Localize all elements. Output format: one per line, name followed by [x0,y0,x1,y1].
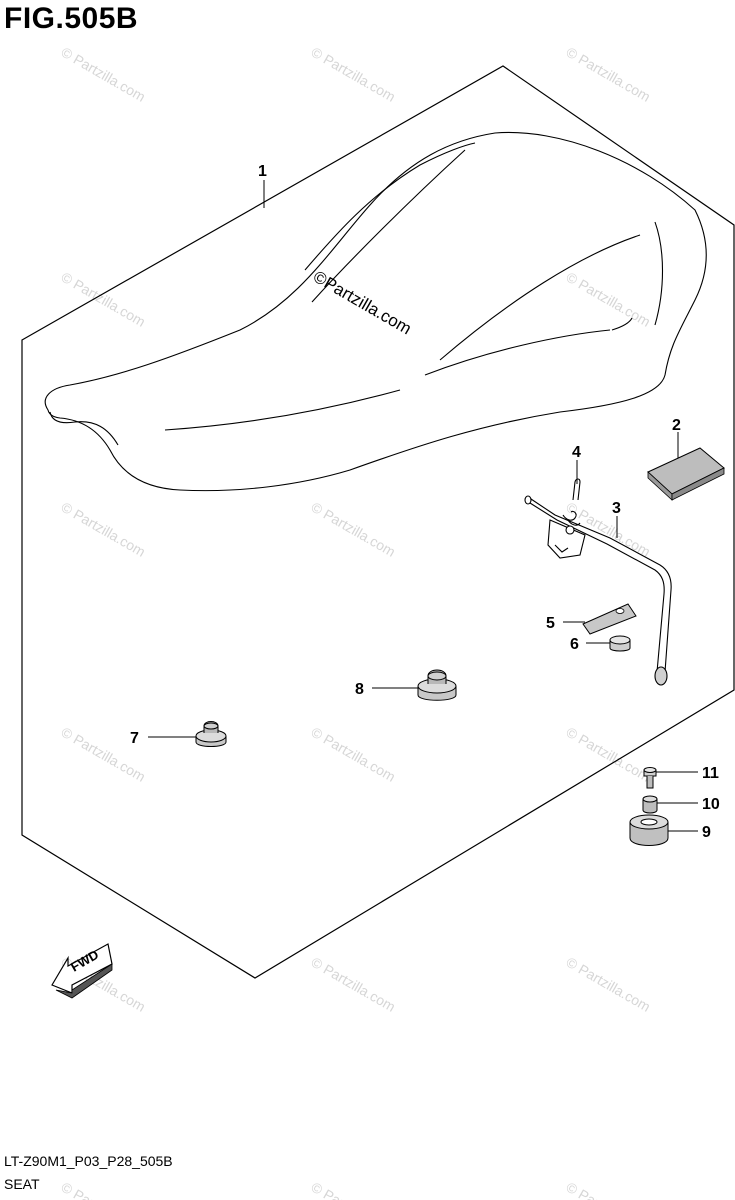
callout-8: 8 [355,681,364,698]
callout-9: 9 [702,824,711,841]
leader-lines [148,180,698,832]
callout-5: 5 [546,615,555,632]
assembly-outline [21,65,735,979]
plate-drawing [582,603,637,635]
callout-2: 2 [672,417,681,434]
callout-6: 6 [570,636,579,653]
seat-drawing [44,131,707,492]
watermark: © Partzilla.com [309,954,399,1015]
figure-name: SEAT [4,1176,40,1192]
watermark: © Partzilla.com [59,499,149,560]
callout-11: 11 [702,765,719,782]
cushion-9-drawing [629,814,669,846]
watermark: © Partzilla.com [309,499,399,560]
fwd-arrow: FWD [51,943,113,999]
callout-3: 3 [612,500,621,517]
cushion-8-drawing [417,669,457,701]
callout-7: 7 [130,730,139,747]
watermark: © Partzilla.com [59,269,149,330]
watermark: © Partzilla.com [309,44,399,105]
watermark: © Partzilla.com [309,724,399,785]
watermark: © Partzilla.com [564,724,654,785]
watermark: © Partzilla.com [59,1179,149,1200]
cushion-7-drawing [195,721,227,747]
watermark: © Partzilla.com [564,44,654,105]
spacer-drawing [642,795,658,814]
callout-4: 4 [572,444,581,461]
watermark-center: ©Partzilla.com [310,267,415,338]
figure-title: FIG.505B [4,2,139,35]
watermark: © Partzilla.com [564,954,654,1015]
figure-code: LT-Z90M1_P03_P28_505B [4,1153,173,1169]
seat-lock-rod-drawing [524,478,672,686]
watermark: © Partzilla.com [309,1179,399,1200]
label-plate-drawing [647,447,725,501]
callout-1: 1 [258,163,267,180]
callout-10: 10 [702,796,720,813]
watermark: © Partzilla.com [59,44,149,105]
bolt-drawing [643,767,657,789]
watermark: © Partzilla.com [564,269,654,330]
watermark: © Partzilla.com [564,1179,654,1200]
nut-drawing [609,635,631,652]
